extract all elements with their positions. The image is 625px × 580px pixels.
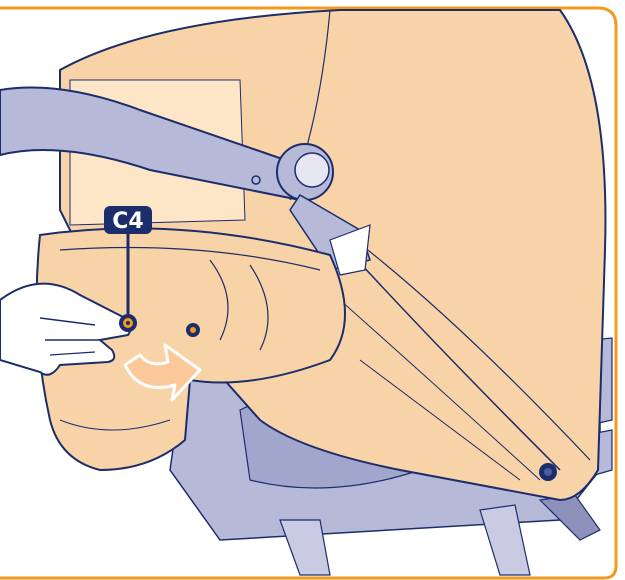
snap-button-icon — [539, 463, 557, 481]
snap-button-icon — [186, 323, 200, 337]
callout-label-text: C4 — [112, 209, 143, 234]
snap-button-icon — [119, 314, 137, 332]
callout-label: C4 — [104, 206, 152, 234]
